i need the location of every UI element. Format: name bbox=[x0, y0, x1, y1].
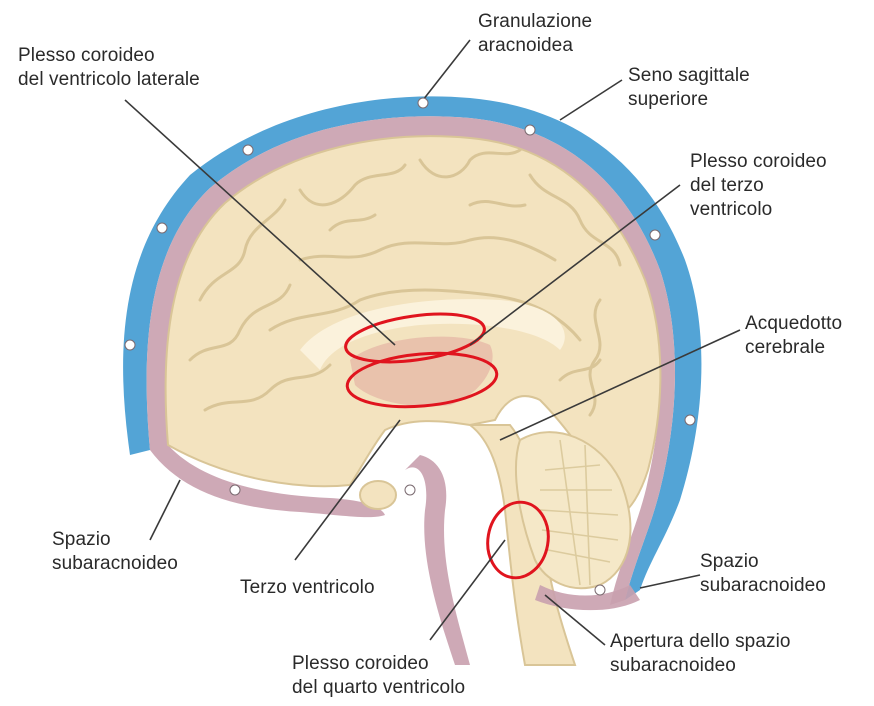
label-cerebral-aqueduct: Acquedotto cerebrale bbox=[745, 312, 842, 360]
label-subarachnoid-aperture: Apertura dello spazio subaracnoideo bbox=[610, 630, 791, 678]
label-arachnoid-granulation: Granulazione aracnoidea bbox=[478, 10, 592, 58]
label-third-ventricle: Terzo ventricolo bbox=[240, 576, 375, 600]
label-subarachnoid-space-left: Spazio subaracnoideo bbox=[52, 528, 178, 576]
pituitary bbox=[360, 481, 396, 509]
label-fourth-ventricle-plexus: Plesso coroideo del quarto ventricolo bbox=[292, 652, 465, 700]
label-subarachnoid-space-right: Spazio subaracnoideo bbox=[700, 550, 826, 598]
label-superior-sagittal-sinus: Seno sagittale superiore bbox=[628, 64, 750, 112]
brainstem-subarachnoid bbox=[405, 455, 470, 665]
label-lateral-ventricle-plexus: Plesso coroideo del ventricolo laterale bbox=[18, 44, 200, 92]
label-third-ventricle-plexus: Plesso coroideo del terzo ventricolo bbox=[690, 150, 827, 222]
